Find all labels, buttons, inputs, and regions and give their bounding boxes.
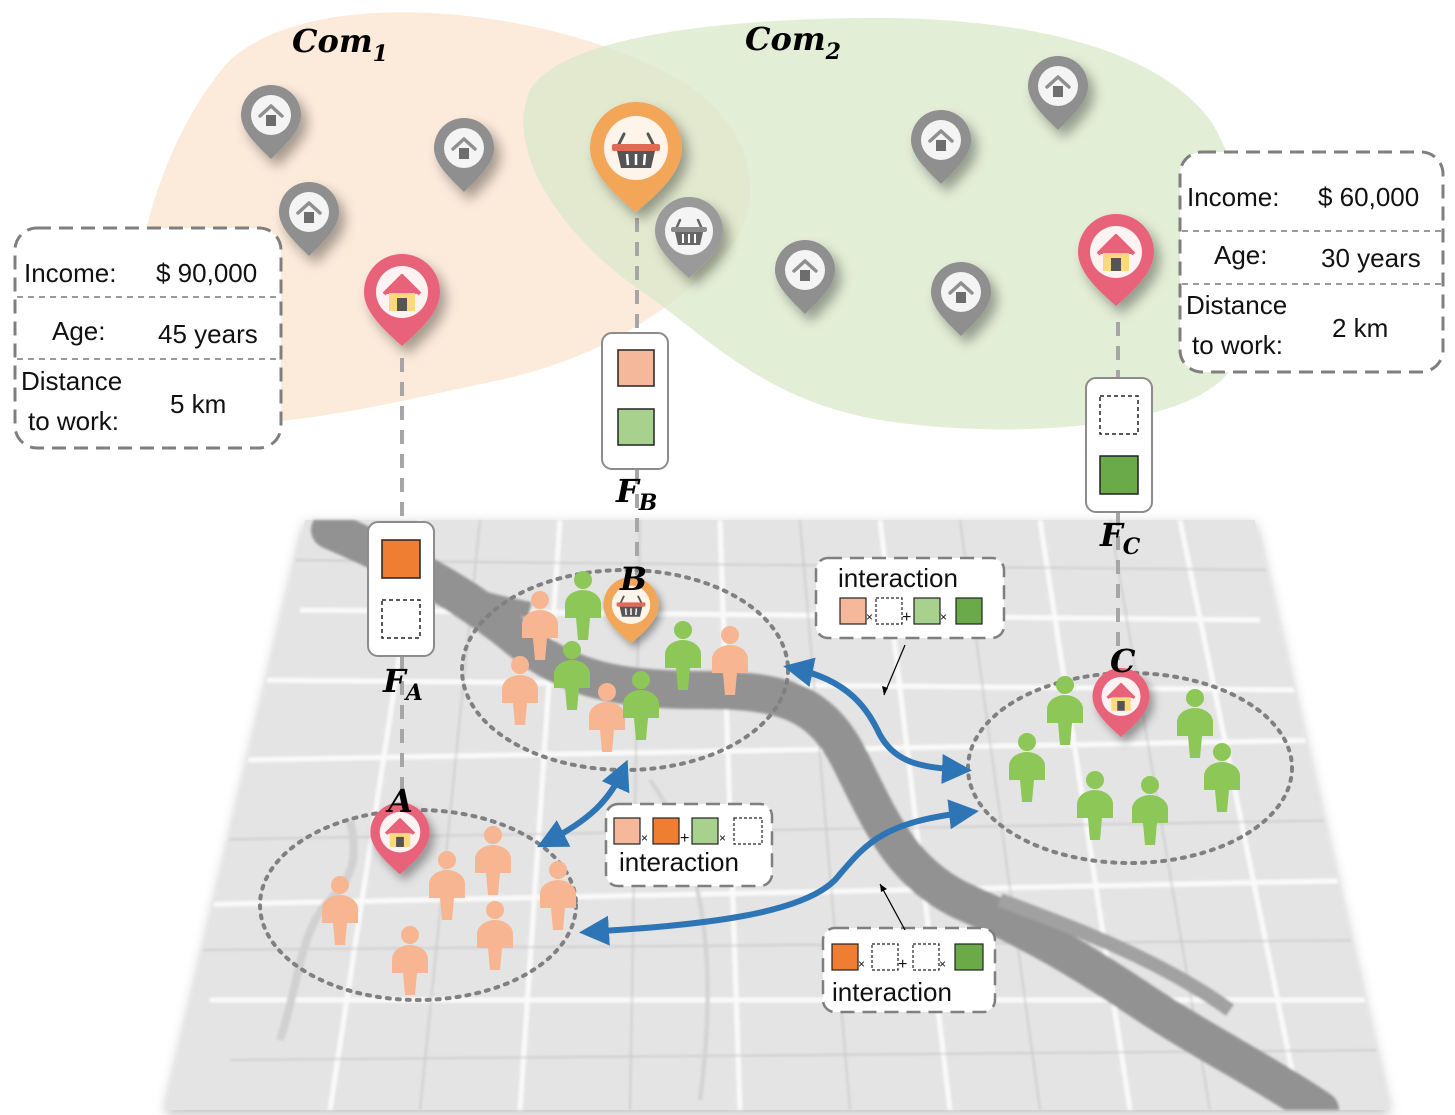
svg-text:+: +: [902, 609, 911, 626]
feature-label-b: FB: [615, 472, 657, 516]
distance-label-left-1: Distance: [21, 366, 122, 396]
income-label-left: Income:: [24, 258, 117, 288]
feature-vector-b: [601, 332, 669, 470]
feature-label-a: FA: [382, 662, 423, 706]
interaction-label-bc: interaction: [838, 563, 958, 593]
interaction-arrows: [536, 657, 979, 946]
distance-label-right-2: to work:: [1192, 330, 1283, 360]
interaction-box-ac: × + × interaction: [821, 883, 997, 1014]
feature-label-c: FC: [1099, 516, 1141, 560]
interaction-box-ab: × + × interaction: [604, 802, 774, 888]
svg-text:+: +: [898, 956, 907, 973]
distance-label-left-2: to work:: [28, 406, 119, 436]
age-value-left: 45 years: [158, 319, 258, 349]
income-value-left: $ 90,000: [156, 258, 257, 288]
node-label-b: B: [619, 560, 647, 598]
distance-value-right: 2 km: [1332, 313, 1388, 343]
arrow-b-c: [783, 657, 972, 785]
info-box-left: Income: $ 90,000 Age: 45 years Distance …: [13, 226, 283, 450]
community-2-title: Com2: [745, 20, 841, 65]
age-label-right: Age:: [1214, 240, 1268, 270]
feature-vector-c: [1085, 377, 1153, 513]
svg-text:×: ×: [719, 831, 726, 845]
distance-value-left: 5 km: [170, 389, 226, 419]
svg-text:×: ×: [858, 957, 865, 971]
feature-vector-a: [367, 521, 435, 657]
interaction-box-bc: interaction × + ×: [814, 556, 1006, 696]
distance-label-right-1: Distance: [1186, 290, 1287, 320]
interaction-label-ab: interaction: [619, 847, 739, 877]
svg-text:+: +: [680, 830, 689, 847]
connector-lines: [400, 218, 1120, 800]
age-value-right: 30 years: [1321, 243, 1421, 273]
interaction-label-ac: interaction: [832, 977, 952, 1007]
node-label-a: A: [385, 782, 413, 820]
svg-text:×: ×: [641, 831, 648, 845]
svg-text:×: ×: [940, 610, 947, 624]
age-label-left: Age:: [52, 316, 106, 346]
node-label-c: C: [1110, 642, 1136, 680]
svg-text:×: ×: [939, 957, 946, 971]
arrow-a-c: [579, 799, 979, 946]
community-1-title: Com1: [292, 22, 388, 67]
income-label-right: Income:: [1187, 182, 1280, 212]
income-value-right: $ 60,000: [1318, 182, 1419, 212]
svg-text:×: ×: [866, 610, 873, 624]
info-box-right: Income: $ 60,000 Age: 30 years Distance …: [1178, 150, 1445, 374]
